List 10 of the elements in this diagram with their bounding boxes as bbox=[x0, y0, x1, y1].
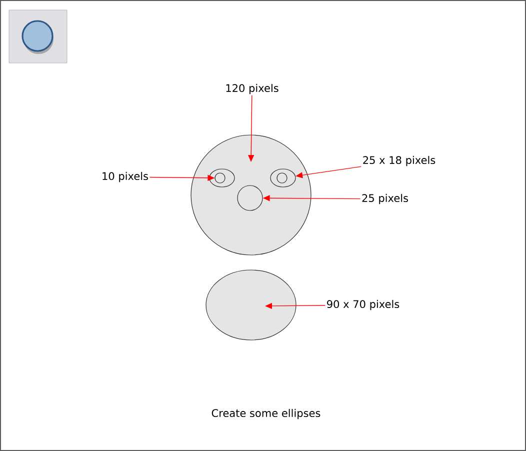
caption: Create some ellipses bbox=[212, 408, 320, 420]
dimension-label: 25 x 18 pixels bbox=[363, 156, 436, 166]
dimension-label: 25 pixels bbox=[362, 194, 408, 204]
circle-shape bbox=[214, 172, 226, 184]
circle-shape bbox=[237, 185, 263, 211]
dimension-label: 120 pixels bbox=[226, 84, 278, 94]
ellipse-shape bbox=[206, 270, 296, 340]
dimension-label: 10 pixels bbox=[102, 172, 148, 182]
dimension-label: 90 x 70 pixels bbox=[327, 300, 400, 310]
circle-shape bbox=[276, 172, 288, 184]
